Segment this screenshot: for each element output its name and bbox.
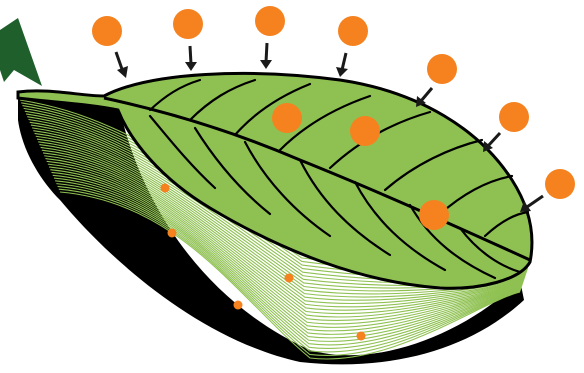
deposition-arrow-icon (266, 43, 267, 62)
entry-arrow-icon (0, 18, 42, 86)
surface-particle (419, 200, 449, 230)
incoming-particle-2 (173, 9, 203, 71)
incoming-particle-3 (255, 6, 285, 69)
particle-icon (427, 54, 457, 84)
deposition-arrow-icon (342, 53, 346, 70)
particle-icon (545, 169, 575, 199)
internal-particle (234, 301, 243, 310)
surface-particle (272, 103, 302, 133)
particle-icon (255, 6, 285, 36)
deposition-arrow-icon (421, 88, 432, 101)
particle-icon (499, 102, 529, 132)
internal-particle (161, 184, 170, 193)
incoming-particle-7 (520, 169, 575, 212)
particle-icon (92, 16, 122, 46)
particle-icon (338, 16, 368, 46)
internal-particle (168, 229, 177, 238)
surface-particle (350, 116, 380, 146)
deposition-arrow-icon (488, 133, 500, 146)
deposition-arrow-icon (190, 46, 191, 64)
internal-particle (357, 332, 366, 341)
particle-icon (173, 9, 203, 39)
incoming-particle-4 (336, 16, 368, 77)
incoming-particle-6 (483, 102, 529, 152)
deposition-arrow-icon (527, 196, 543, 207)
incoming-particle-5 (416, 54, 457, 107)
internal-particle (285, 274, 294, 283)
incoming-particle-1 (92, 16, 128, 78)
